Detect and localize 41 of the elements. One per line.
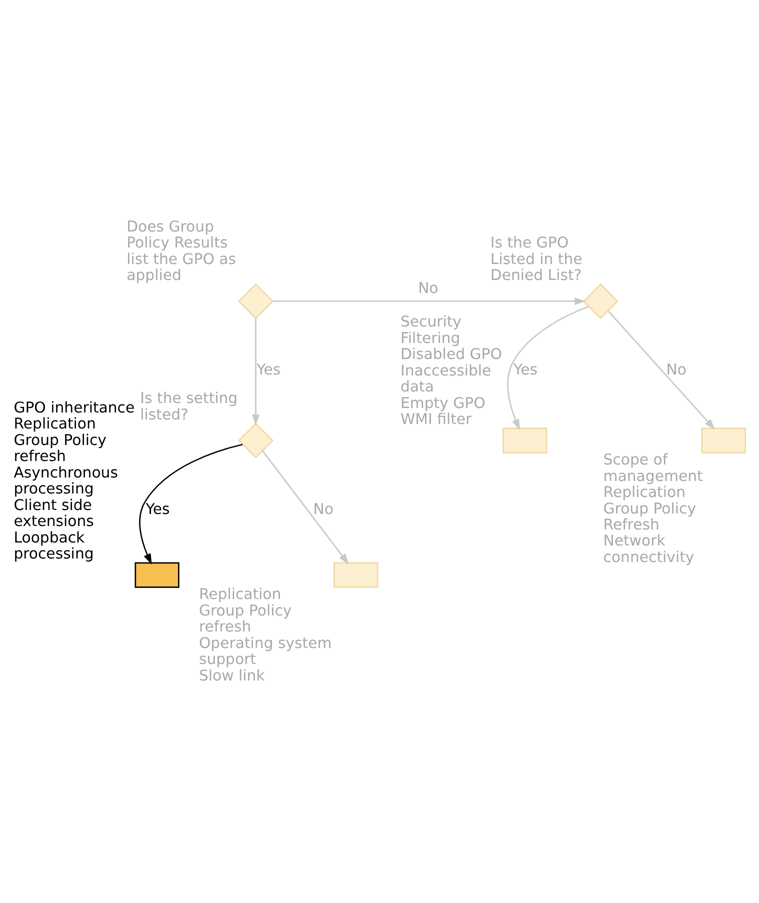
node-label: Scope of management [603, 450, 703, 484]
node-label: Slow link [198, 666, 265, 684]
node-label: Replication [14, 414, 96, 432]
node-label: GPO inheritance [14, 398, 135, 416]
node-label: Inaccessible data [400, 360, 492, 396]
node-label: Empty GPO [400, 393, 486, 412]
node-box [701, 427, 746, 453]
edge-label: No [418, 278, 438, 296]
node-label: Client side extensions [14, 495, 94, 530]
arrow [272, 296, 586, 305]
node-box [502, 427, 548, 453]
node-label: Does Group Policy Results list the GPO as applied [126, 216, 236, 284]
node-label: Is the setting listed? [140, 388, 238, 423]
node-label: Loopback processing [14, 528, 94, 562]
node-label: WMI filter [400, 410, 472, 428]
node-diamond [238, 282, 274, 319]
node-label: Replication [198, 584, 282, 603]
edge-label: Yes [146, 499, 170, 518]
node-diamond [238, 422, 274, 458]
node-label: Operating system support [198, 633, 332, 668]
edge-label: Yes [514, 360, 538, 378]
node-box [334, 562, 378, 588]
node-label: Is the GPO Listed in the Denied List? [490, 233, 582, 284]
arrow [262, 450, 349, 564]
node-label: Network connectivity [603, 531, 694, 566]
edge-label: No [313, 499, 334, 518]
node-label: Group Policy refresh [14, 430, 106, 465]
node-label: Replication [603, 482, 686, 501]
node-label: Security Filtering [400, 312, 462, 346]
node-label: Disabled GPO [400, 344, 502, 363]
edge-label: Yes [256, 360, 281, 378]
arrow [608, 310, 715, 430]
node-label: Group Policy refresh [198, 600, 292, 636]
node-label: Group Policy Refresh [603, 498, 696, 533]
node-box [134, 562, 180, 588]
node-diamond [582, 282, 618, 319]
node-label: Asynchronous processing [14, 462, 118, 498]
edge-label: No [666, 360, 686, 378]
arrow [252, 318, 260, 425]
arrow [507, 305, 589, 430]
arrow [139, 443, 243, 564]
